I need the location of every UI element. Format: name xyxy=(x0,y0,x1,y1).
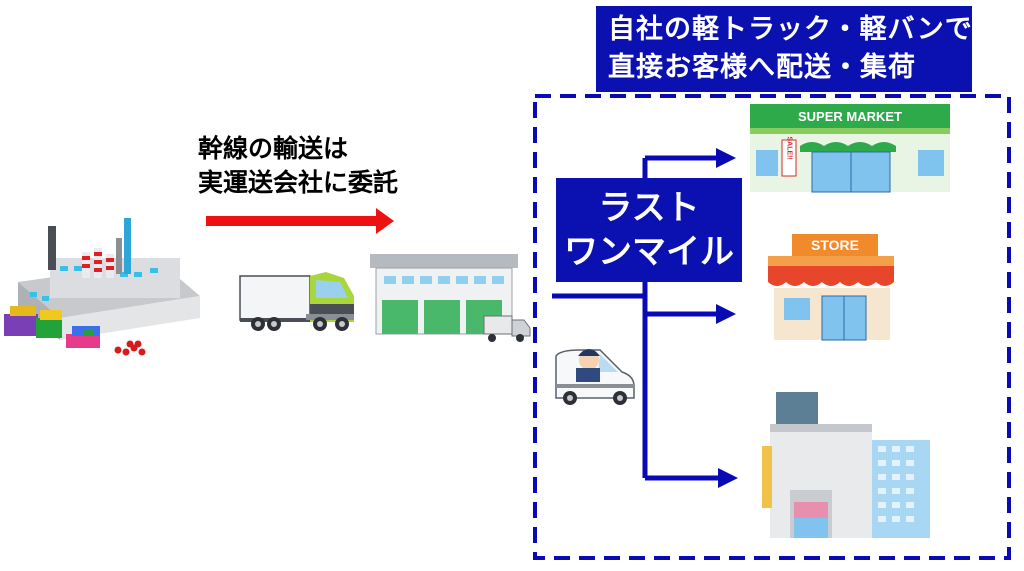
warehouse-icon xyxy=(370,254,531,342)
delivery-van-icon xyxy=(555,349,635,405)
top-banner: 自社の軽トラック・軽バンで 直接お客様へ配送・集荷 xyxy=(596,6,972,92)
truck-icon xyxy=(239,272,354,331)
factory-icon xyxy=(4,218,200,356)
arrow-heads xyxy=(716,148,738,488)
last-mile-box: ラスト ワンマイル xyxy=(556,178,742,282)
trunk-line-2: 実運送会社に委託 xyxy=(198,168,399,197)
sale-sign: SALE!! xyxy=(785,136,793,160)
supermarket-icon xyxy=(750,104,950,193)
trunk-line-1: 幹線の輸送は xyxy=(198,134,349,163)
store-sign: STORE xyxy=(811,237,859,253)
store-icon xyxy=(768,234,894,341)
supermarket-sign: SUPER MARKET xyxy=(797,109,902,124)
banner-line-1: 自社の軽トラック・軽バンで xyxy=(608,14,973,45)
last-mile-region xyxy=(533,94,1011,560)
banner-line-2: 直接お客様へ配送・集荷 xyxy=(608,52,916,83)
last-mile-line-1: ラスト xyxy=(598,188,700,228)
trunk-arrow xyxy=(206,208,394,234)
last-mile-line-2: ワンマイル xyxy=(564,232,734,272)
building-icon xyxy=(762,392,930,538)
trunk-transport-label: 幹線の輸送は 実運送会社に委託 xyxy=(198,132,398,200)
